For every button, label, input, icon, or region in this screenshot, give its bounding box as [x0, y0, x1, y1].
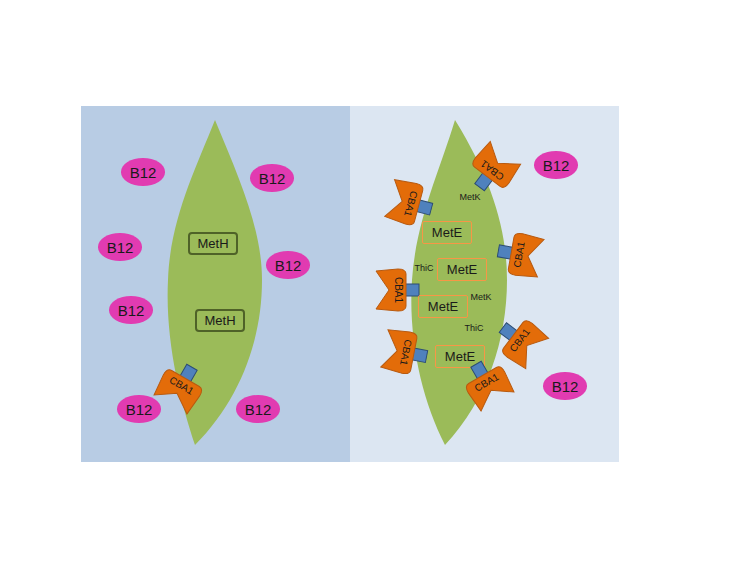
gene-label: MetK — [470, 292, 491, 302]
receptor-binding-site — [464, 365, 515, 412]
receptor-binding-site — [508, 232, 545, 279]
mete-enzyme: MetE — [418, 295, 468, 318]
molecule-label: B12 — [130, 164, 157, 181]
vitamin-b12: B12 — [534, 151, 579, 179]
molecule-label: MetE — [432, 225, 462, 240]
molecule-label: B12 — [118, 302, 145, 319]
receptor-binding-site — [471, 140, 523, 189]
receptor-binding-site — [376, 269, 406, 311]
receptor-binding-site — [384, 178, 424, 226]
vitamin-b12: B12 — [98, 233, 143, 261]
gene-label: ThiC — [464, 323, 483, 333]
meth-enzyme: MetH — [188, 232, 238, 255]
molecule-label: B12 — [245, 401, 272, 418]
vitamin-b12: B12 — [266, 251, 311, 279]
vitamin-b12: B12 — [236, 395, 281, 423]
mete-enzyme: MetE — [422, 221, 472, 244]
b12-rich-panel — [81, 106, 350, 462]
molecule-label: MetH — [204, 313, 235, 328]
cba1-receptor: CBA1 — [370, 268, 420, 312]
b12-poor-panel — [350, 106, 619, 462]
receptor-binding-site — [380, 328, 417, 375]
molecule-label: B12 — [107, 239, 134, 256]
molecule-label: B12 — [126, 401, 153, 418]
vitamin-b12: B12 — [109, 296, 154, 324]
molecule-label: B12 — [259, 170, 286, 187]
molecule-label: B12 — [552, 378, 579, 395]
meth-enzyme: MetH — [195, 309, 245, 332]
mete-enzyme: MetE — [437, 258, 487, 281]
algal-cell — [411, 120, 507, 445]
receptor-label: CBA1 — [393, 277, 404, 303]
cba1-receptor: CBA1 — [374, 326, 431, 379]
gene-label: MetK — [459, 192, 480, 202]
vitamin-b12: B12 — [121, 158, 166, 186]
molecule-label: MetE — [445, 349, 475, 364]
gene-label: ThiC — [414, 263, 433, 273]
vitamin-b12: B12 — [250, 164, 295, 192]
vitamin-b12: B12 — [543, 372, 588, 400]
cba1-receptor: CBA1 — [494, 229, 551, 281]
molecule-label: MetE — [428, 299, 458, 314]
vitamin-b12: B12 — [117, 395, 162, 423]
molecule-label: MetE — [447, 262, 477, 277]
receptor-binding-site — [501, 319, 550, 371]
molecule-label: B12 — [275, 257, 302, 274]
molecule-label: MetH — [197, 236, 228, 251]
molecule-label: B12 — [543, 157, 570, 174]
